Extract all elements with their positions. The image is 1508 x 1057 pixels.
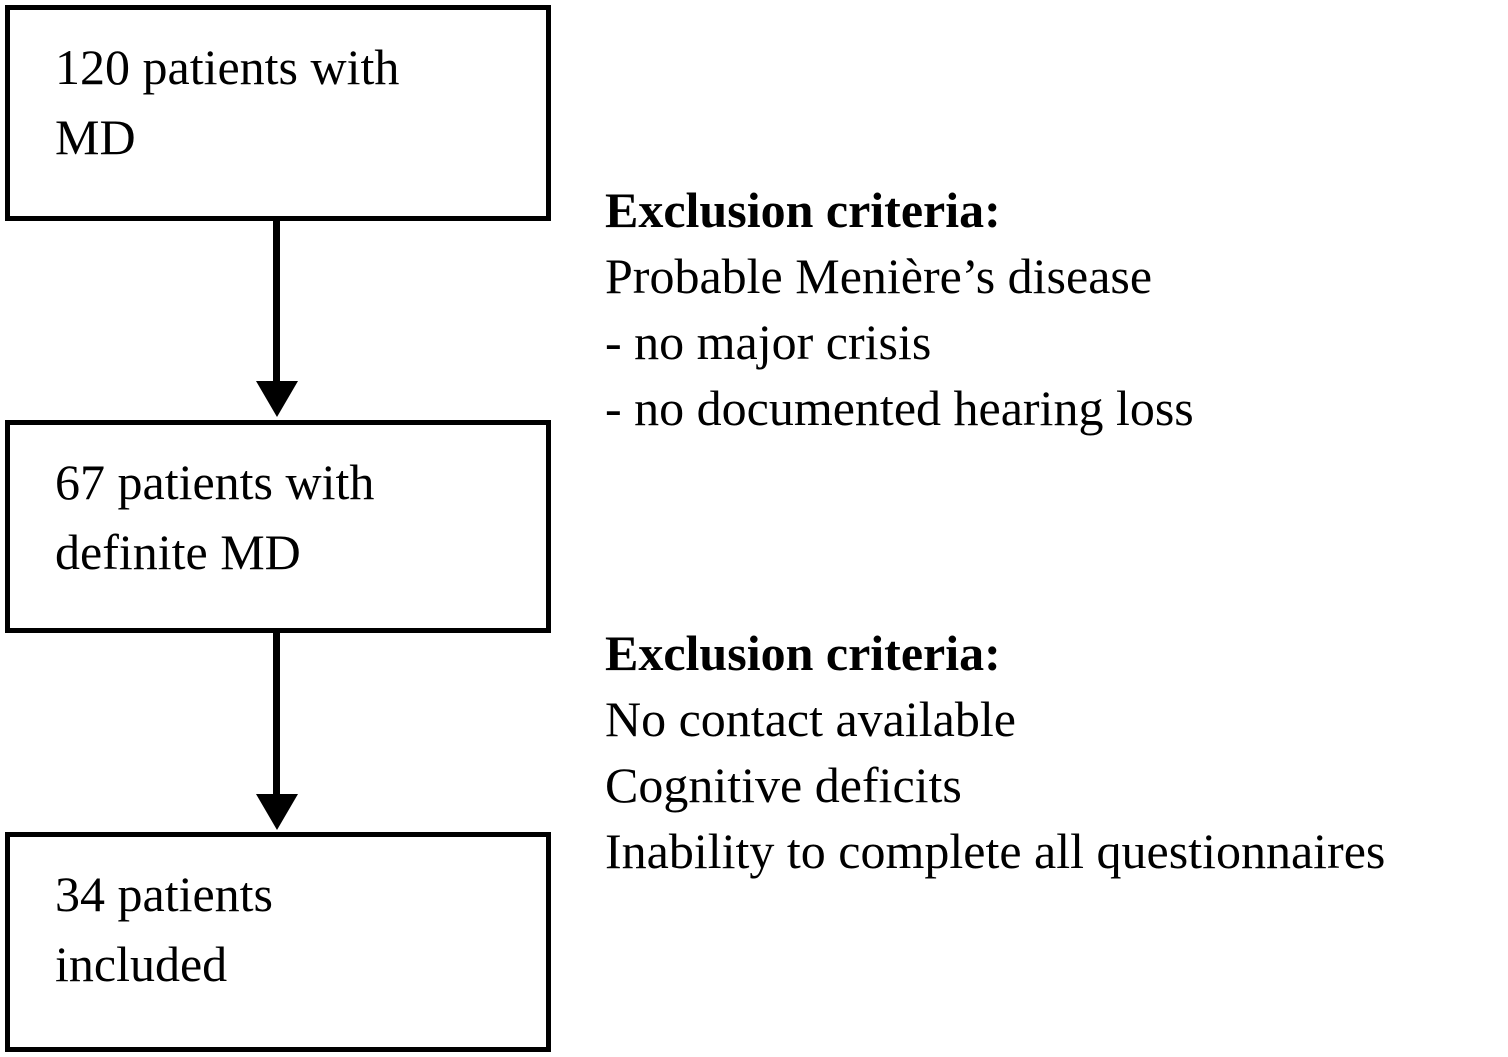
- exclusion-criteria-block-2: Exclusion criteria: No contact available…: [605, 620, 1385, 884]
- exclusion-criteria-1-heading: Exclusion criteria:: [605, 182, 1001, 238]
- exclusion-criteria-2-lines: No contact available Cognitive deficits …: [605, 691, 1386, 879]
- flow-box-included-label: 34 patients included: [55, 866, 274, 992]
- down-arrow-1-stem: [273, 220, 280, 385]
- flow-box-initial-cohort: 120 patients with MD: [5, 5, 551, 221]
- exclusion-criteria-block-1: Exclusion criteria: Probable Menière’s d…: [605, 177, 1194, 441]
- down-arrow-2-icon: [256, 794, 298, 830]
- exclusion-criteria-2-heading: Exclusion criteria:: [605, 625, 1001, 681]
- flow-box-definite-md-label: 67 patients with definite MD: [55, 454, 375, 580]
- flow-box-initial-cohort-label: 120 patients with MD: [55, 39, 400, 165]
- flow-box-included: 34 patients included: [5, 832, 551, 1052]
- down-arrow-2-stem: [273, 632, 280, 795]
- down-arrow-1-icon: [256, 381, 298, 417]
- flow-box-definite-md: 67 patients with definite MD: [5, 420, 551, 633]
- exclusion-criteria-1-lines: Probable Menière’s disease - no major cr…: [605, 248, 1194, 436]
